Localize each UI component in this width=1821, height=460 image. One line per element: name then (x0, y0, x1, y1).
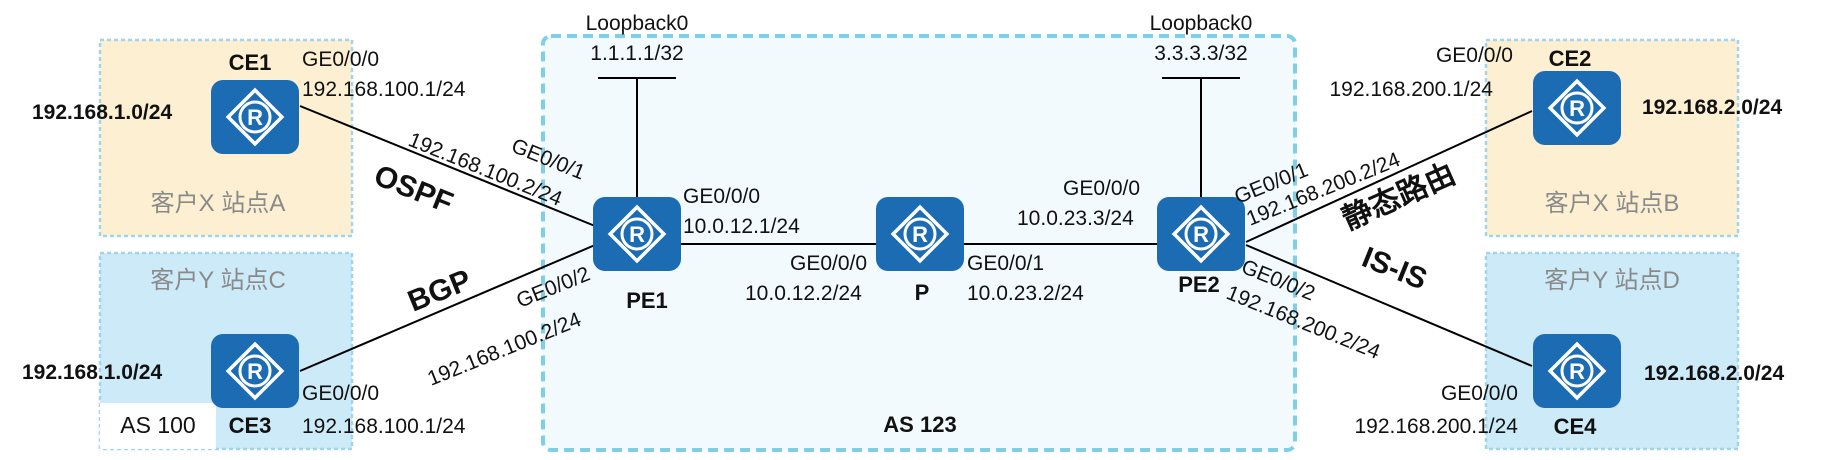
router-icon-ce3 (209, 332, 301, 410)
pe1-p-ip: 10.0.12.1/24 (683, 215, 800, 238)
site-b-label: 客户X 站点B (1545, 190, 1680, 217)
pe1-loopback-name: Loopback0 (586, 12, 689, 35)
pe1-p-interface: GE0/0/0 (683, 185, 760, 208)
link-pe2-ce2 (1245, 110, 1533, 243)
pe1-name: PE1 (626, 288, 668, 313)
ce3-interface: GE0/0/0 (302, 382, 379, 405)
router-icon-pe1 (591, 195, 683, 273)
p-pe1-interface: GE0/0/0 (790, 252, 867, 275)
pe2-loopback-name: Loopback0 (1150, 12, 1253, 35)
ce4-network: 192.168.2.0/24 (1644, 362, 1784, 385)
p-pe1-ip: 10.0.12.2/24 (745, 282, 862, 305)
ce1-ip: 192.168.100.1/24 (302, 78, 466, 101)
pe2-p-interface: GE0/0/0 (1063, 177, 1140, 200)
protocol-isis: IS-IS (1357, 241, 1431, 297)
protocol-bgp: BGP (403, 264, 476, 319)
ce1-name: CE1 (229, 50, 272, 75)
p-pe2-interface: GE0/0/1 (967, 252, 1044, 275)
ce4-name: CE4 (1554, 414, 1598, 439)
pe1-loopback-ip: 1.1.1.1/32 (590, 42, 683, 65)
protocol-ospf: OSPF (369, 159, 457, 220)
pe2-name: PE2 (1178, 272, 1220, 297)
router-icon-ce2 (1531, 69, 1623, 147)
p-name: P (915, 280, 930, 305)
router-icon-ce4 (1531, 332, 1623, 410)
router-icon-ce1 (209, 78, 301, 156)
router-icon-pe2 (1155, 195, 1247, 273)
as-100-box (100, 403, 216, 449)
as-100-label: AS 100 (120, 412, 195, 438)
link-pe2-ce4 (1245, 244, 1533, 367)
ce2-name: CE2 (1549, 46, 1592, 71)
ce4-interface: GE0/0/0 (1441, 382, 1518, 405)
ce2-network: 192.168.2.0/24 (1642, 96, 1782, 119)
ce2-interface: GE0/0/0 (1436, 44, 1513, 67)
ce3-network: 192.168.1.0/24 (22, 361, 162, 384)
ce1-network: 192.168.1.0/24 (32, 101, 172, 124)
link-ce3-pe1 (299, 244, 596, 372)
ce1-interface: GE0/0/0 (302, 48, 379, 71)
p-pe2-ip: 10.0.23.2/24 (967, 282, 1084, 305)
pe2-p-ip: 10.0.23.3/24 (1017, 207, 1134, 230)
ce3-name: CE3 (229, 413, 272, 438)
site-c-label: 客户Y 站点C (150, 267, 286, 294)
ce2-ip: 192.168.200.1/24 (1330, 78, 1494, 101)
link-ce1-pe1 (299, 105, 596, 227)
as-123-label: AS 123 (883, 412, 956, 437)
ce3-ip: 192.168.100.1/24 (302, 415, 466, 438)
ce4-ip: 192.168.200.1/24 (1355, 415, 1519, 438)
site-a-label: 客户X 站点A (151, 190, 286, 217)
pe2-loopback-ip: 3.3.3.3/32 (1154, 42, 1247, 65)
router-icon-p (874, 195, 966, 273)
site-d-label: 客户Y 站点D (1544, 267, 1680, 294)
